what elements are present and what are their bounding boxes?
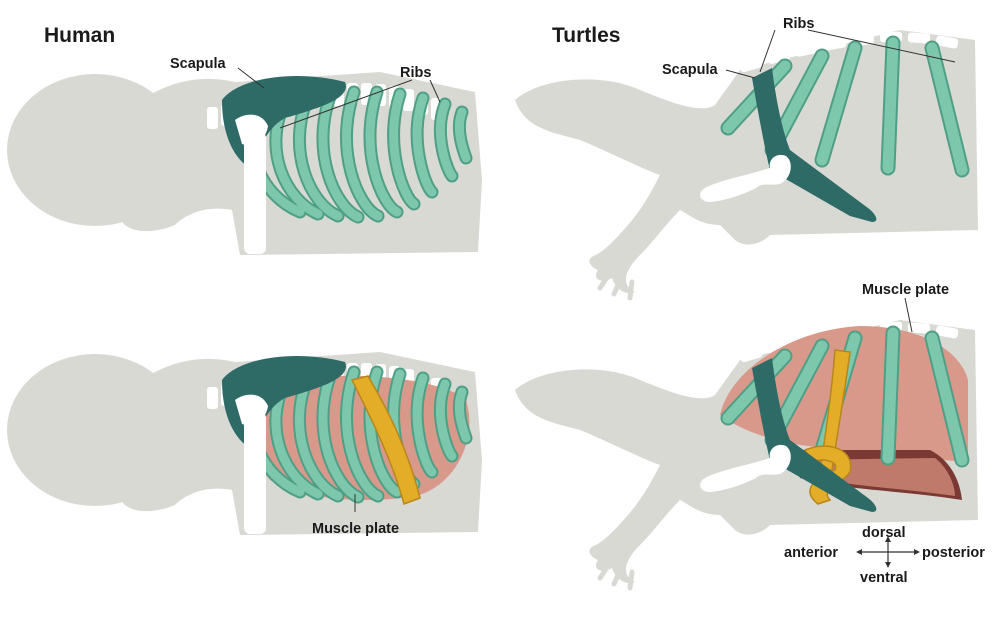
label-human-muscle-plate: Muscle plate <box>312 521 399 537</box>
compass-ventral: ventral <box>860 570 908 586</box>
label-turtle-ribs: Ribs <box>783 16 814 32</box>
compass-posterior: posterior <box>922 545 985 561</box>
compass-anterior: anterior <box>784 545 838 561</box>
human-top-illustration <box>7 67 482 255</box>
human-bottom-illustration <box>7 352 482 535</box>
label-human-ribs: Ribs <box>400 65 431 81</box>
panel-title-turtles: Turtles <box>552 24 620 47</box>
turtle-bottom-illustration <box>515 297 978 588</box>
turtle-top-illustration <box>515 30 978 298</box>
label-turtle-scapula: Scapula <box>662 62 719 78</box>
label-turtle-muscle-plate: Muscle plate <box>862 282 949 298</box>
label-human-scapula: Scapula <box>170 56 227 72</box>
orientation-compass <box>856 536 920 568</box>
compass-dorsal: dorsal <box>862 525 906 541</box>
panel-title-human: Human <box>44 24 115 47</box>
